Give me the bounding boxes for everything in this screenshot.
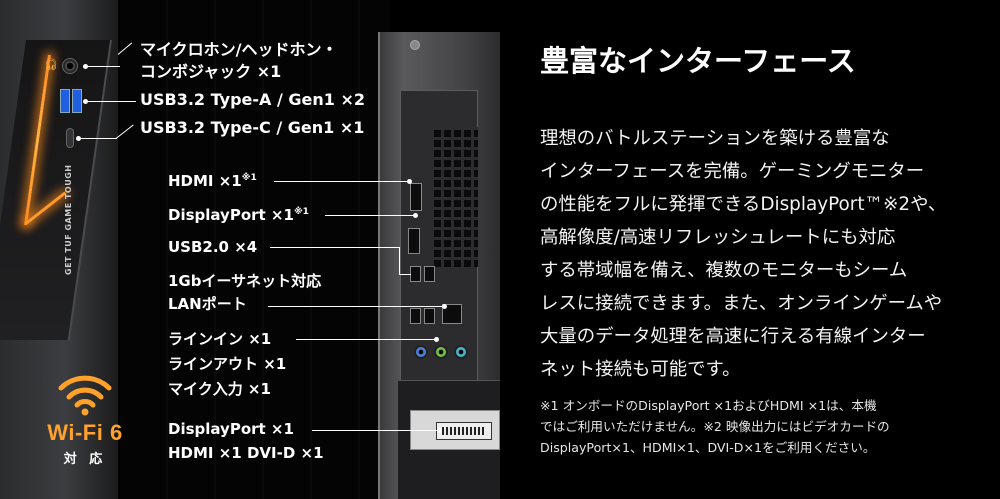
body-line: ネット接続も可能です。 bbox=[540, 359, 741, 380]
callout-line-gpu bbox=[312, 430, 438, 431]
front-bezel bbox=[0, 40, 112, 340]
label-displayport-text: DisplayPort ×1 bbox=[168, 206, 294, 224]
label-lan-2: LANポート bbox=[168, 295, 247, 313]
callout-dot-audio bbox=[83, 64, 88, 69]
label-hdmi: HDMI ×1※1 bbox=[168, 172, 257, 191]
usb-a-port-1 bbox=[60, 89, 70, 113]
callout-line-usb2 bbox=[270, 247, 400, 248]
label-audio-1: ラインイン ×1 bbox=[168, 330, 272, 348]
page-title: 豊富なインターフェース bbox=[540, 44, 856, 78]
label-audio-2: ラインアウト ×1 bbox=[168, 355, 287, 373]
callout-line-hdmi bbox=[274, 181, 408, 182]
body-text: 理想のバトルステーションを築ける豊富な インターフェースを完備。ゲーミングモニタ… bbox=[540, 122, 975, 386]
rear-lan-port bbox=[442, 304, 462, 324]
rear-screw bbox=[410, 40, 420, 50]
body-line: レスに接続できます。また、オンラインゲームや bbox=[540, 293, 943, 314]
rear-usb2-port bbox=[424, 308, 435, 324]
label-usb2: USB2.0 ×4 bbox=[168, 238, 258, 256]
label-gpu-1: DisplayPort ×1 bbox=[168, 420, 294, 438]
label-displayport-mark: ※1 bbox=[293, 207, 309, 217]
footnote-line: ではご利用いただけません。※2 映像出力にはビデオカードの bbox=[540, 419, 890, 434]
usb-a-port-2 bbox=[72, 89, 82, 113]
callout-line-lan bbox=[268, 306, 444, 307]
headset-icon: 🎧︎ bbox=[44, 58, 58, 71]
callout-line-displayport bbox=[325, 215, 415, 216]
body-line: 高解像度/高速リフレッシュレートにも対応 bbox=[540, 227, 896, 248]
callout-line-usb-a bbox=[86, 101, 136, 102]
label-displayport: DisplayPort ×1※1 bbox=[168, 206, 309, 225]
body-line: 理想のバトルステーションを築ける豊富な bbox=[540, 128, 890, 149]
label-combo-jack-2: コンボジャック ×1 bbox=[140, 62, 282, 81]
vent-grid bbox=[434, 127, 478, 267]
body-line: 大量のデータ処理を高速に行える有線インター bbox=[540, 326, 926, 347]
rear-displayport bbox=[408, 228, 420, 254]
callout-dot-displayport bbox=[413, 213, 418, 218]
rear-usb2-port bbox=[410, 266, 421, 282]
label-combo-jack-1: マイクロホン/ヘッドホン・ bbox=[140, 40, 338, 59]
callout-dot-gpu bbox=[437, 428, 442, 433]
label-hdmi-mark: ※1 bbox=[241, 173, 257, 183]
wifi-sub-label: 対 応 bbox=[63, 452, 107, 467]
callout-line-usb2-end bbox=[399, 274, 411, 275]
background-stripes bbox=[120, 0, 390, 499]
callout-line-usb2-vertical bbox=[399, 247, 400, 275]
callout-dot-usb-a bbox=[83, 99, 88, 104]
wifi-badge: Wi-Fi 6 対 応 bbox=[30, 372, 140, 467]
footnote-line: ※1 オンボードのDisplayPort ×1およびHDMI ×1は、本機 bbox=[540, 398, 877, 413]
callout-dot-hdmi bbox=[407, 179, 412, 184]
wifi-icon bbox=[58, 375, 112, 416]
callout-line-usb-c bbox=[79, 138, 117, 139]
label-audio-3: マイク入力 ×1 bbox=[168, 380, 271, 398]
line-in-jack bbox=[414, 345, 428, 359]
body-line: する帯域幅を備え、複数のモニターもシーム bbox=[540, 260, 908, 281]
mic-in-jack bbox=[454, 345, 468, 359]
rear-usb2-port bbox=[410, 308, 421, 324]
callout-dot-audio-rear bbox=[434, 337, 439, 342]
body-line: インターフェースを完備。ゲーミングモニター bbox=[540, 161, 925, 182]
footnote: ※1 オンボードのDisplayPort ×1およびHDMI ×1は、本機 では… bbox=[540, 395, 980, 458]
callout-line-audio bbox=[86, 66, 120, 67]
audio-combo-jack bbox=[62, 58, 78, 74]
label-usb-c: USB3.2 Type-C / Gen1 ×1 bbox=[140, 118, 365, 137]
footnote-line: DisplayPort×1、HDMI×1、DVI-D×1をご利用ください。 bbox=[540, 440, 876, 455]
usb-c-port bbox=[66, 128, 74, 148]
callout-dot-usb-c bbox=[76, 136, 81, 141]
rear-hdmi-port bbox=[410, 183, 422, 211]
label-lan-1: 1Gbイーサネット対応 bbox=[168, 272, 322, 290]
callout-line-audio-rear bbox=[296, 339, 436, 340]
front-panel-image: 🎧︎ GET TUF GAME TOUGH bbox=[0, 0, 118, 499]
dvi-port bbox=[436, 422, 492, 440]
front-panel-text: GET TUF GAME TOUGH bbox=[64, 164, 73, 275]
label-hdmi-text: HDMI ×1 bbox=[168, 172, 242, 190]
label-gpu-2: HDMI ×1 DVI-D ×1 bbox=[168, 444, 324, 462]
wifi-label: Wi-Fi 6 bbox=[47, 420, 123, 445]
rear-usb2-port bbox=[424, 266, 435, 282]
label-usb-a: USB3.2 Type-A / Gen1 ×2 bbox=[140, 90, 365, 109]
callout-dot-lan bbox=[442, 304, 447, 309]
body-line: の性能をフルに発揮できるDisplayPort™※2や、 bbox=[540, 194, 947, 215]
line-out-jack bbox=[434, 345, 448, 359]
